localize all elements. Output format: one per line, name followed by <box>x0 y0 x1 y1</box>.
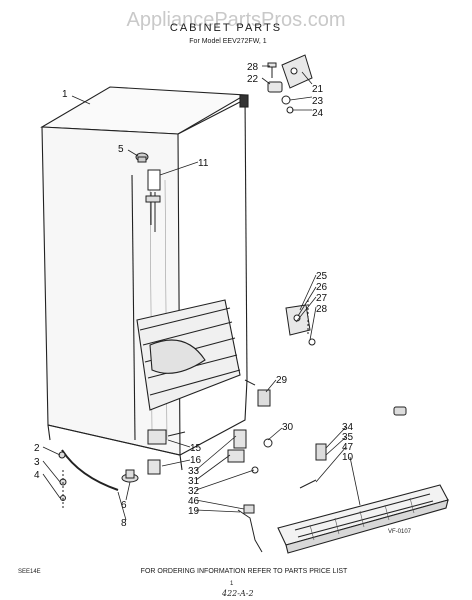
callout-19: 19 <box>188 506 200 517</box>
callout-23: 23 <box>312 96 324 107</box>
bracket-part <box>244 379 271 407</box>
left-code: SEE14E <box>18 569 41 575</box>
callout-2: 2 <box>34 443 40 454</box>
handwritten-note: 422-A-2 <box>221 589 254 598</box>
toe-grille <box>277 484 449 554</box>
callout-35: 35 <box>342 432 354 443</box>
callout-28-upper: 28 <box>247 62 259 73</box>
callout-1: 1 <box>62 89 68 100</box>
callout-29: 29 <box>276 375 288 386</box>
callout-31: 31 <box>188 476 200 487</box>
page-title: CABINET PARTS <box>170 22 282 34</box>
cabinet-shell <box>40 86 249 471</box>
callout-28-middle: 28 <box>316 304 328 315</box>
wire-clip-parts <box>237 504 263 553</box>
knob-part <box>135 152 149 163</box>
callout-10: 10 <box>342 452 354 463</box>
callout-34: 34 <box>342 422 354 433</box>
callout-4: 4 <box>34 470 40 481</box>
callout-47: 47 <box>342 442 354 453</box>
callout-labels: 1 5 11 28 22 21 23 24 25 26 27 28 29 30 … <box>34 62 354 529</box>
callout-22: 22 <box>247 74 259 85</box>
callout-26: 26 <box>316 282 328 293</box>
callout-15: 15 <box>190 443 202 454</box>
callout-11: 11 <box>198 158 209 169</box>
switch-assembly <box>227 429 273 474</box>
roller-bracket-parts <box>147 429 186 475</box>
watermark: AppliancePartsPros.com <box>127 9 346 31</box>
callout-3: 3 <box>34 457 40 468</box>
callout-32: 32 <box>188 486 200 497</box>
footer-note: FOR ORDERING INFORMATION REFER TO PARTS … <box>141 568 348 575</box>
callout-16: 16 <box>190 455 202 466</box>
callout-leaders <box>42 65 361 521</box>
callout-30: 30 <box>282 422 294 433</box>
callout-25: 25 <box>316 271 328 282</box>
callout-33: 33 <box>188 466 200 477</box>
upper-hinge-assembly <box>267 54 313 114</box>
page-mark: 1 <box>230 581 234 587</box>
diagram-code: VF-0107 <box>388 529 412 535</box>
callout-24: 24 <box>312 108 324 119</box>
callout-8: 8 <box>121 518 127 529</box>
callout-21: 21 <box>312 84 324 95</box>
callout-6: 6 <box>121 500 127 511</box>
grille-clip-parts <box>299 406 407 489</box>
thermostat-housing <box>145 169 161 232</box>
page-subtitle: For Model EEV272FW, 1 <box>189 38 267 45</box>
callout-46: 46 <box>188 496 200 507</box>
callout-27: 27 <box>316 293 328 304</box>
callout-5: 5 <box>118 144 124 155</box>
